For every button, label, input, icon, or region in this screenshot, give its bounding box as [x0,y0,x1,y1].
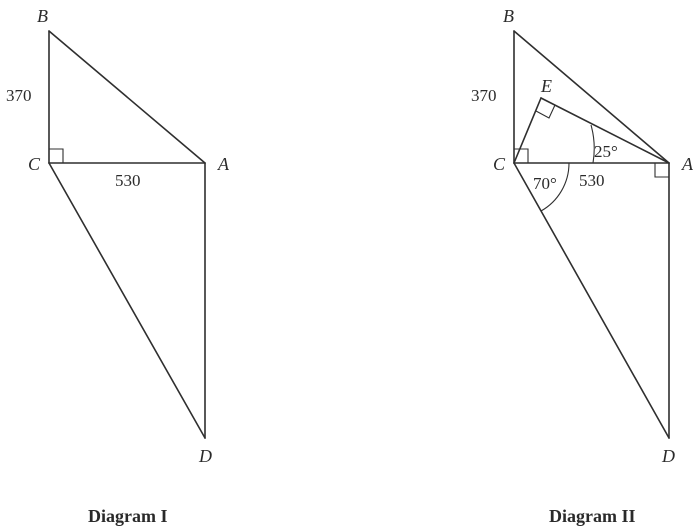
length-label-CA: 530 [115,171,141,190]
segment-CD [48,162,206,439]
point-label-D-2: D [661,446,675,466]
length-label-CA-2: 530 [579,171,605,190]
angle-arc-A [590,124,595,164]
point-label-B-2: B [503,6,514,26]
right-angle-marker-E [535,104,556,119]
point-label-E: E [540,76,552,96]
right-angle-marker-C [49,148,64,163]
point-label-B: B [37,6,48,26]
length-label-BC: 370 [6,86,32,105]
angle-arc-C [540,162,570,212]
point-label-C-2: C [493,154,506,174]
point-label-D: D [198,446,212,466]
point-label-C: C [28,154,41,174]
point-label-A: A [217,154,230,174]
segment-BA-2 [513,30,670,164]
angle-label-70: 70° [533,174,557,193]
caption-diagram-1: Diagram I [88,506,168,526]
diagram-1: B C A D 370 530 Diagram I [6,6,230,526]
segment-BA [48,30,206,164]
length-label-BC-2: 370 [471,86,497,105]
segment-CE [513,97,542,164]
point-label-A-2: A [681,154,694,174]
diagram-2: B E C A D 370 530 25° 70° Diagram II [471,6,694,526]
right-angle-marker-C-2 [514,148,529,163]
angle-label-25: 25° [594,142,618,161]
segment-CD-2 [513,162,670,439]
right-angle-marker-A [654,163,669,178]
caption-diagram-2: Diagram II [549,506,636,526]
segment-EA [540,97,670,164]
